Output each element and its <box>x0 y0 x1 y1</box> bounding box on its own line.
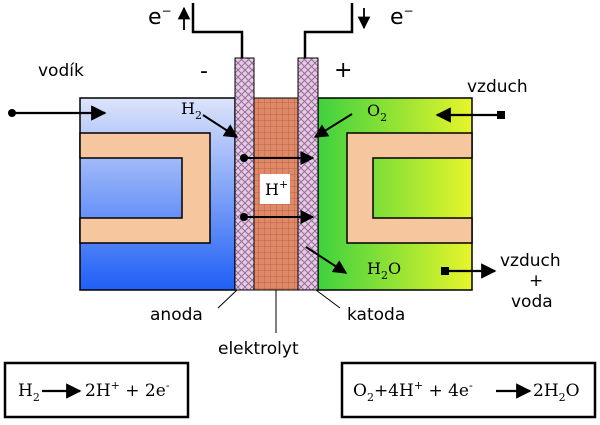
anode-label: anoda <box>150 305 203 325</box>
electron-label-right: e− <box>390 4 414 30</box>
h2-label: H2 <box>181 99 202 122</box>
anode-equation-lhs: H2 <box>18 381 40 404</box>
hplus-label-box <box>260 174 290 204</box>
cathode-compartment <box>317 97 473 291</box>
electron-label-left: e− <box>148 4 172 30</box>
o2-label: O2 <box>367 101 387 124</box>
electrolyte-label: elektrolyt <box>218 339 299 359</box>
minus-sign: - <box>200 59 208 84</box>
cathode-label: katoda <box>347 305 405 325</box>
exhaust-label-line1: vzduch <box>500 251 561 271</box>
cathode-leader <box>315 289 341 309</box>
o2-diffusion-arrow <box>313 113 353 138</box>
anode-equation-rhs: 2H+ + 2e- <box>85 379 170 401</box>
cathode-equation-rhs: 2H2O <box>533 381 580 404</box>
air-inlet-square <box>497 111 505 119</box>
cathode-electrode <box>297 57 319 291</box>
anode-flow-channel <box>79 132 211 244</box>
anode-compartment <box>79 97 236 291</box>
anode-leader <box>217 289 238 309</box>
cathode-equation-box <box>340 361 597 419</box>
h2o-arrow <box>305 246 348 274</box>
air-label: vzduch <box>467 77 528 97</box>
cathode-flow-channel <box>346 132 473 244</box>
plus-sign: + <box>334 58 352 83</box>
h2-diffusion-arrow <box>202 114 239 138</box>
anode-equation-box <box>3 361 190 419</box>
hydrogen-label: vodík <box>38 61 84 81</box>
hplus-label: H+ <box>265 178 288 199</box>
cathode-equation-lhs: O2+4H+ + 4e- <box>353 379 473 404</box>
h2o-label: H2O <box>367 259 401 282</box>
exhaust-label-line3: voda <box>511 292 553 312</box>
anode-electrode <box>234 57 255 291</box>
cathode-wire <box>303 3 354 58</box>
anode-wire <box>191 3 244 58</box>
exhaust-label-line2: + <box>529 271 543 291</box>
